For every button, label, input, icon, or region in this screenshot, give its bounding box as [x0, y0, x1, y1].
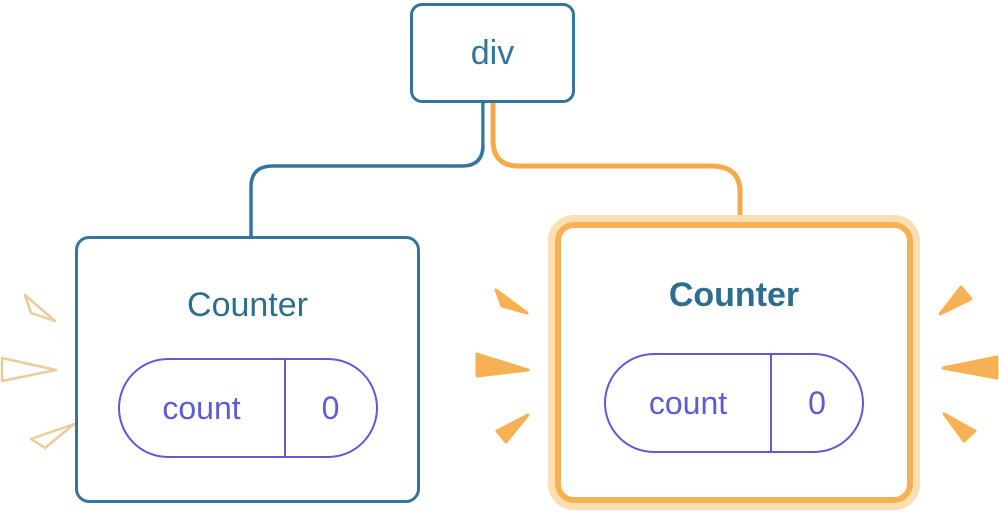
state-key: count [120, 360, 286, 456]
orange-spark-outer-bottom-icon [942, 412, 977, 443]
counter-card-right-highlighted: Counter count 0 [548, 215, 920, 510]
orange-spark-outer-middle-icon [941, 355, 999, 380]
state-pill: count 0 [604, 353, 864, 453]
root-div-node: div [410, 3, 575, 103]
counter-card-left: Counter count 0 [75, 236, 420, 503]
orange-spark-inner-middle-icon [475, 352, 530, 378]
white-spark-bottom-icon [29, 422, 76, 450]
orange-spark-inner-bottom-icon [495, 413, 530, 444]
counter-title: Counter [668, 276, 800, 314]
white-spark-top-icon [23, 293, 57, 323]
white-spark-middle-icon [0, 356, 58, 383]
state-pill: count 0 [117, 358, 378, 458]
state-key: count [606, 355, 772, 451]
root-div-label: div [470, 33, 515, 72]
counter-title: Counter [187, 286, 308, 324]
orange-spark-outer-top-icon [938, 285, 973, 316]
state-value: 0 [321, 389, 340, 426]
orange-spark-inner-top-icon [494, 288, 529, 315]
orange-connector-line [490, 102, 743, 235]
state-value: 0 [808, 384, 826, 421]
blue-connector-line [249, 103, 485, 240]
